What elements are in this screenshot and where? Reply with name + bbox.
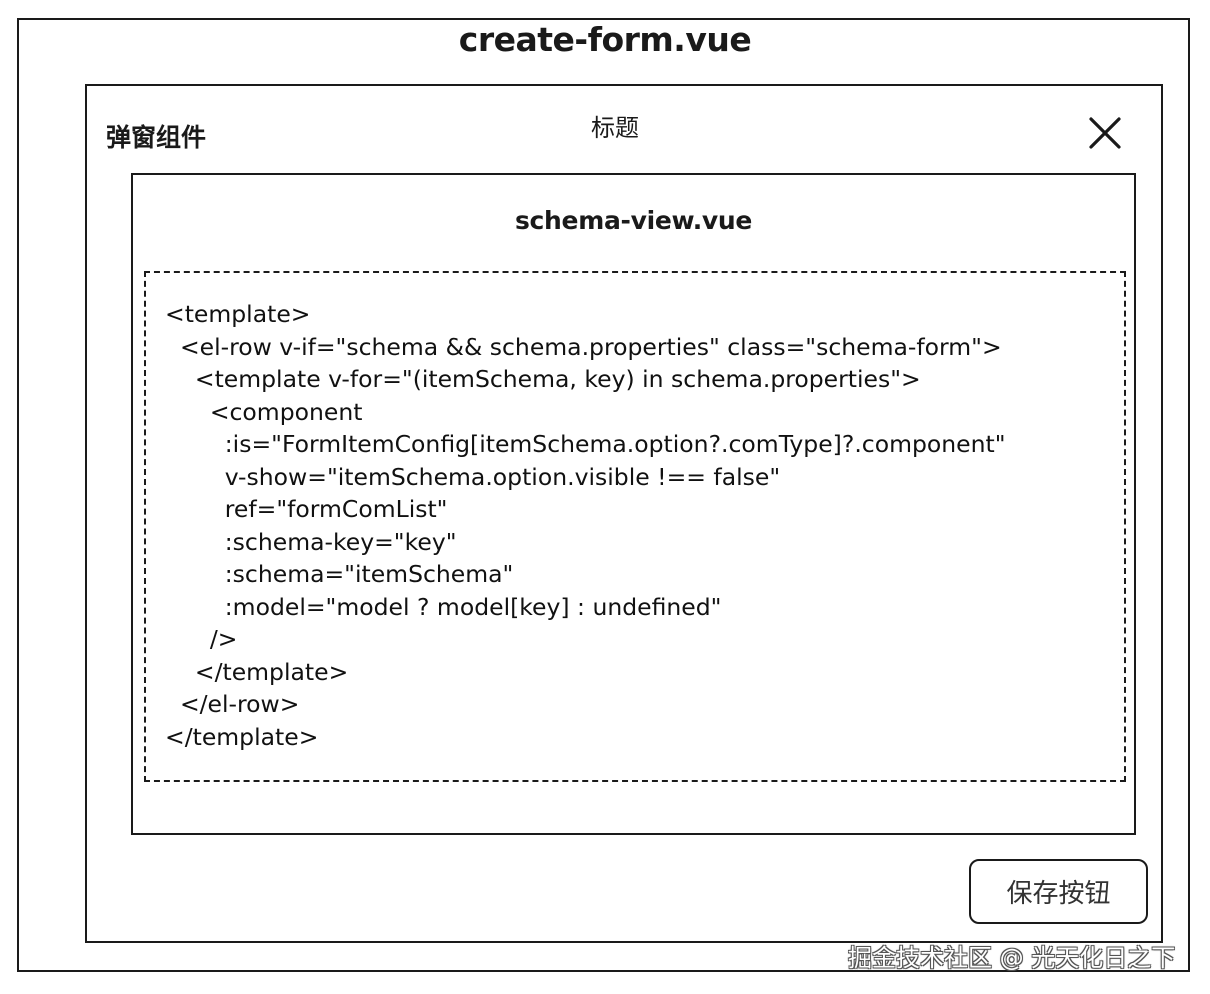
inner-component-title: schema-view.vue xyxy=(514,206,753,235)
code-line: ref="formComList" xyxy=(165,495,448,523)
code-line: :model="model ? model[key] : undefined" xyxy=(165,592,722,621)
code-snippet-box xyxy=(144,271,1126,782)
dialog-component-label: 弹窗组件 xyxy=(106,123,207,152)
code-line: </template> xyxy=(165,722,319,751)
inner-component-frame xyxy=(131,173,1136,835)
code-line: <el-row v-if="schema && schema.propertie… xyxy=(165,332,1002,361)
code-line: <template> xyxy=(165,300,311,328)
dialog-title: 标题 xyxy=(591,114,639,142)
code-line: <component xyxy=(165,397,363,426)
template-code: <template> <el-row v-if="schema && schem… xyxy=(165,298,1006,753)
outer-component-title: create-form.vue xyxy=(458,20,752,59)
close-icon[interactable] xyxy=(1088,116,1122,150)
save-button[interactable]: 保存按钮 xyxy=(969,859,1148,924)
code-line: </template> xyxy=(165,657,349,686)
code-line: :schema="itemSchema" xyxy=(165,560,514,588)
code-line: <template v-for="(itemSchema, key) in sc… xyxy=(165,365,921,393)
code-line: :schema-key="key" xyxy=(165,527,457,556)
dialog-component-frame xyxy=(85,84,1163,943)
code-line: </el-row> xyxy=(165,690,300,718)
outer-component-frame xyxy=(17,18,1190,972)
code-line: v-show="itemSchema.option.visible !== fa… xyxy=(165,462,781,491)
watermark: 掘金技术社区 @ 光天化日之下 xyxy=(848,944,1176,972)
code-line: :is="FormItemConfig[itemSchema.option?.c… xyxy=(165,430,1006,458)
code-line: /> xyxy=(165,625,238,653)
